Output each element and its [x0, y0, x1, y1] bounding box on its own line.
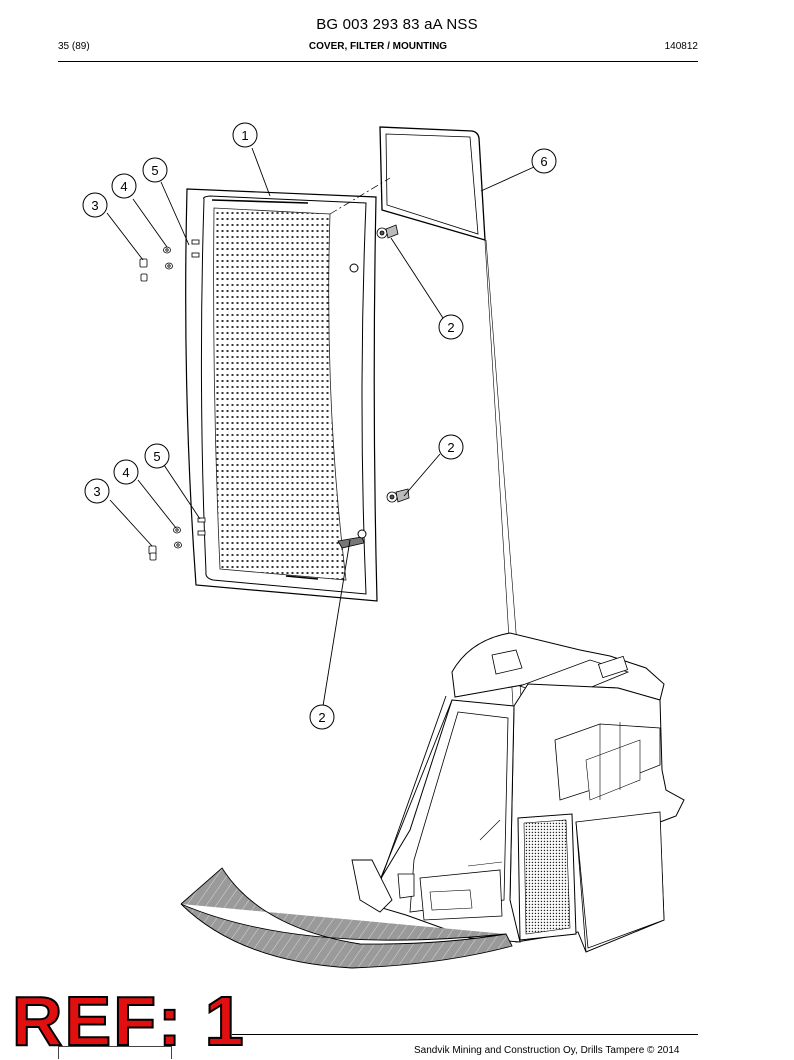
machine-housing [351, 632, 685, 953]
callout-5-bottom: 5 [144, 443, 170, 469]
latch-middle [386, 488, 410, 503]
footer-rule [232, 1034, 698, 1035]
filter-cover-panel [185, 188, 378, 602]
header-rule [58, 61, 698, 62]
callout-4-top: 4 [111, 173, 137, 199]
hardware-group-bottom [148, 526, 182, 561]
svg-text:4: 4 [122, 465, 129, 480]
section-title: COVER, FILTER / MOUNTING [308, 41, 448, 52]
document-title: BG 003 293 83 aA NSS [316, 16, 478, 33]
svg-text:5: 5 [153, 449, 160, 464]
svg-text:2: 2 [447, 440, 454, 455]
svg-text:3: 3 [93, 484, 100, 499]
filter-element [379, 126, 486, 241]
svg-text:6: 6 [540, 154, 547, 169]
callout-1: 1 [232, 122, 258, 148]
callout-2-middle: 2 [438, 434, 464, 460]
exploded-view-arrow [180, 867, 513, 969]
callout-6: 6 [531, 148, 557, 174]
callout-3-bottom: 3 [84, 478, 110, 504]
svg-text:5: 5 [151, 163, 158, 178]
footer-copyright: Sandvik Mining and Construction Oy, Dril… [414, 1045, 680, 1056]
hardware-group-top [139, 246, 173, 282]
callout-4-bottom: 4 [113, 459, 139, 485]
callout-2-top: 2 [438, 314, 464, 340]
callout-5-top: 5 [142, 157, 168, 183]
reference-stamp: REF: 1 [11, 982, 246, 1060]
svg-text:3: 3 [91, 198, 98, 213]
callout-3-top: 3 [82, 192, 108, 218]
page-number: 35 (89) [58, 41, 90, 52]
svg-text:2: 2 [447, 320, 454, 335]
svg-text:1: 1 [241, 128, 248, 143]
callout-2-bottom: 2 [309, 704, 335, 730]
document-code: 140812 [664, 41, 698, 52]
svg-text:2: 2 [318, 710, 325, 725]
latch-top [376, 224, 399, 239]
svg-text:4: 4 [120, 179, 127, 194]
